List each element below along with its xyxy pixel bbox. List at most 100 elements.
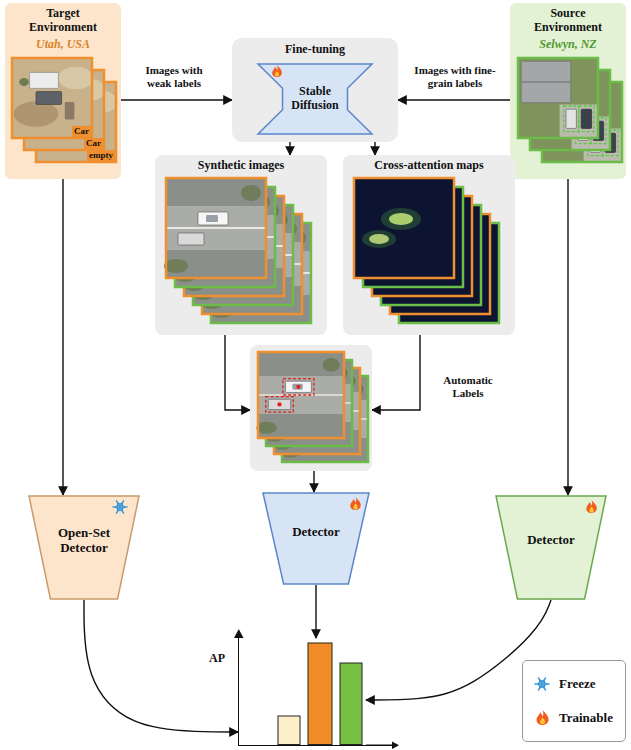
illustration-part	[272, 65, 282, 77]
illustration-part	[590, 133, 600, 152]
illustration-part	[350, 497, 360, 510]
illustration-part	[224, 233, 236, 240]
illustration-part	[308, 400, 318, 406]
shape-fill	[263, 493, 369, 584]
illustration-part	[387, 252, 407, 262]
illustration-part	[372, 196, 472, 296]
node-subtitle: Selwyn, NZ	[516, 38, 620, 52]
illustration-part	[276, 407, 298, 417]
illustration-part	[205, 260, 231, 272]
illustration-part	[14, 101, 59, 127]
shape-fill	[258, 64, 372, 134]
flow-arrow	[289, 142, 290, 155]
node-title: Source Environment	[525, 7, 611, 35]
flow-arrow	[372, 335, 420, 410]
illustration-part	[286, 230, 306, 246]
illustration-part	[407, 231, 431, 243]
illustration-part	[173, 268, 197, 282]
illustration-part	[320, 409, 324, 413]
illustration-part	[302, 397, 328, 408]
illustration-part	[521, 81, 571, 83]
node-title: AP	[209, 652, 225, 666]
node-title: Detector	[514, 533, 588, 548]
illustration-part	[426, 253, 466, 275]
shape-outline	[495, 495, 607, 600]
illustration-part	[123, 506, 125, 507]
illustration-part	[24, 70, 104, 150]
illustration-part	[272, 368, 360, 454]
illustration-part	[603, 130, 618, 156]
illustration-part	[282, 413, 310, 428]
illustration-part	[42, 84, 71, 100]
illustration-part	[282, 418, 368, 420]
illustration-part	[58, 67, 93, 89]
illustration-part	[36, 82, 116, 162]
node-title: Cross-attention maps	[347, 159, 511, 173]
illustration-part	[184, 196, 284, 296]
illustration-part	[363, 187, 463, 287]
detector-block: Detector	[495, 495, 607, 600]
illustration-part	[530, 70, 610, 150]
model-block: Stable Diffusion	[257, 63, 373, 135]
illustration-part	[540, 718, 545, 725]
illustration-part	[545, 85, 595, 127]
illustration-part	[223, 278, 249, 290]
illustration-part	[12, 58, 94, 138]
flow-arrow	[121, 99, 232, 100]
illustration-part	[284, 415, 306, 425]
illustration-part	[530, 70, 610, 150]
illustration-part	[537, 710, 549, 725]
image-tag: empty	[87, 150, 115, 161]
illustration-part	[206, 215, 218, 222]
illustration-part	[30, 72, 59, 88]
illustration-part	[390, 214, 490, 314]
illustration-part	[310, 405, 336, 416]
illustration-part	[82, 91, 117, 113]
illustration-part	[118, 509, 120, 511]
legend-row: Freeze	[533, 675, 615, 693]
flow-arrow	[315, 585, 316, 638]
illustration-part	[399, 223, 499, 323]
illustration-part	[353, 504, 357, 510]
illustration-part	[193, 254, 293, 256]
illustration-part	[164, 259, 188, 273]
illustration-part	[268, 212, 288, 228]
illustration-part	[540, 686, 542, 688]
illustration-part	[65, 102, 75, 120]
illustration-part	[381, 205, 481, 305]
illustration-part	[518, 58, 598, 138]
illustration-part	[591, 118, 606, 144]
illustration-part	[175, 187, 275, 287]
illustration-part	[258, 394, 344, 396]
illustration-part	[301, 426, 305, 430]
illustration-part	[280, 446, 301, 458]
illustration-part	[399, 223, 499, 323]
illustration-part	[200, 295, 224, 309]
illustration-part	[19, 78, 29, 86]
image-panel: Cross-attention maps	[343, 155, 515, 335]
illustration-part	[234, 248, 264, 261]
illustration-part	[202, 214, 302, 314]
illustration-part	[113, 501, 127, 513]
illustration-part	[290, 421, 318, 436]
illustration-part	[362, 230, 396, 248]
illustration-part	[117, 501, 124, 513]
illustration-part	[200, 214, 302, 314]
illustration-part	[274, 410, 360, 412]
illustration-part	[193, 205, 293, 305]
illustration-part	[285, 410, 289, 414]
illustration-part	[543, 686, 545, 688]
illustration-part	[24, 70, 104, 150]
legend-text: Freeze	[559, 676, 596, 692]
illustration-part	[389, 257, 423, 275]
node-title: Stable Diffusion	[284, 85, 346, 113]
illustration-part	[576, 118, 591, 144]
illustration-part	[312, 401, 316, 405]
illustration-part	[211, 223, 311, 323]
illustration-part	[234, 629, 244, 638]
illustration-part	[292, 384, 302, 390]
illustration-part	[300, 392, 310, 398]
illustration-part	[372, 196, 472, 296]
illustration-part	[434, 258, 458, 270]
node-title: Synthetic images	[159, 159, 323, 173]
